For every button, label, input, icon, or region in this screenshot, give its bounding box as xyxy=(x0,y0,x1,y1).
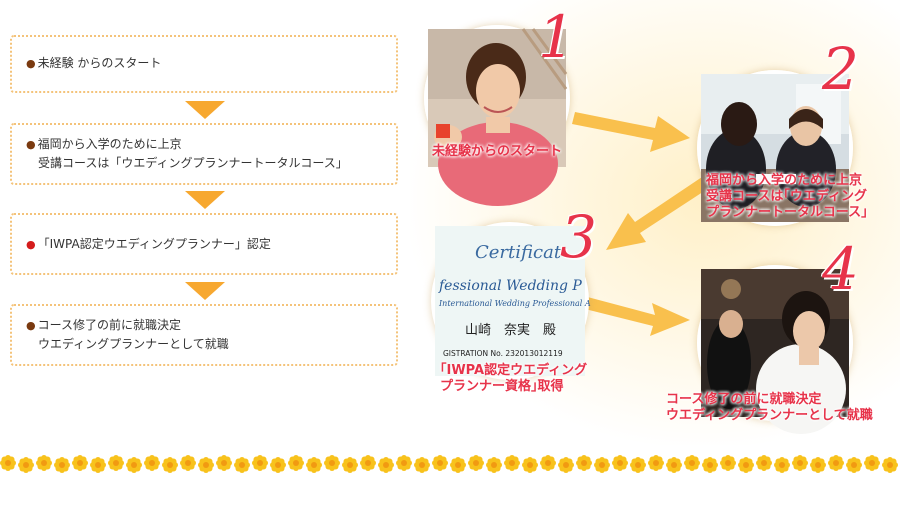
flower-icon xyxy=(306,457,322,473)
flower-icon xyxy=(450,457,466,473)
flower-icon xyxy=(18,457,34,473)
flower-icon xyxy=(36,455,52,471)
flower-icon xyxy=(396,455,412,471)
step-number-4: 4 xyxy=(822,235,859,303)
photo-2-caption: 福岡から入学のために上京 受講コースは｢ウエディング プランナートータルコース｣ xyxy=(706,173,868,221)
flower-icon xyxy=(792,455,808,471)
certificate-line1: fessional Wedding P xyxy=(438,278,582,294)
photo-1-caption-line1: 未経験からのスタート xyxy=(432,144,563,159)
arrow-1-to-2-icon xyxy=(572,112,690,152)
photo-4-caption-line2: ウエディングプランナーとして就職 xyxy=(666,408,873,423)
bullet-icon: ● xyxy=(26,319,36,332)
flower-icon xyxy=(90,457,106,473)
flower-icon xyxy=(648,455,664,471)
flower-icon xyxy=(360,455,376,471)
flower-icon xyxy=(864,455,880,471)
flower-icon xyxy=(846,457,862,473)
step-4-line1: コース修了の前に就職決定 xyxy=(37,318,182,332)
bullet-icon: ● xyxy=(26,138,36,151)
step-4-line2: ウエディングプランナーとして就職 xyxy=(38,337,229,351)
flower-icon xyxy=(666,457,682,473)
photo-3-caption-line1: ｢IWPA認定ウエディング xyxy=(440,363,588,378)
arrow-3-to-4-icon xyxy=(577,295,690,336)
flower-icon xyxy=(576,455,592,471)
flower-icon xyxy=(522,457,538,473)
flower-icon xyxy=(180,455,196,471)
photo-4-caption: コース修了の前に就職決定 ウエディングプランナーとして就職 xyxy=(666,392,873,424)
step-3: ●「IWPA認定ウエディングプランナー」認定 xyxy=(10,213,398,275)
bullet-icon: ● xyxy=(26,238,36,251)
flower-icon xyxy=(738,457,754,473)
flower-icon xyxy=(702,457,718,473)
flower-icon xyxy=(108,455,124,471)
photo-4-caption-line1: コース修了の前に就職決定 xyxy=(666,392,822,407)
down-arrow-icon xyxy=(185,101,225,119)
flower-icon xyxy=(720,455,736,471)
photo-2-caption-line1: 福岡から入学のために上京 xyxy=(706,173,863,188)
photo-3-certificate: Certificat fessional Wedding P Internati… xyxy=(431,222,591,380)
flower-icon xyxy=(432,455,448,471)
flower-icon xyxy=(774,457,790,473)
photo-4 xyxy=(697,265,853,434)
flower-icon xyxy=(486,457,502,473)
certificate-name: 山崎 奈実 殿 xyxy=(465,322,556,338)
flower-icon xyxy=(270,457,286,473)
flower-icon xyxy=(342,457,358,473)
flower-icon xyxy=(558,457,574,473)
flower-icon xyxy=(882,457,898,473)
photo-1 xyxy=(424,25,570,206)
photo-3-caption: ｢IWPA認定ウエディング プランナー資格｣取得 xyxy=(440,363,587,395)
flower-icon xyxy=(324,455,340,471)
step-1: ●未経験 からのスタート xyxy=(10,35,398,93)
down-arrow-icon xyxy=(185,191,225,209)
flower-icon xyxy=(594,457,610,473)
flower-icon xyxy=(54,457,70,473)
arrow-2-to-3-icon xyxy=(606,175,712,250)
step-1-text: 未経験 からのスタート xyxy=(37,56,162,70)
step-2: ●福岡から入学のために上京 受講コースは「ウエディングプランナートータルコース」 xyxy=(10,123,398,185)
flower-icon xyxy=(72,455,88,471)
flower-icon xyxy=(198,457,214,473)
flower-icon xyxy=(504,455,520,471)
photo-2-caption-line3: プランナートータルコース｣ xyxy=(706,205,868,220)
step-3-text: 「IWPA認定ウエディングプランナー」認定 xyxy=(37,237,271,251)
down-arrow-icon xyxy=(185,282,225,300)
flower-icon xyxy=(216,455,232,471)
step-number-3: 3 xyxy=(560,203,597,271)
flower-icon xyxy=(540,455,556,471)
flower-icon xyxy=(234,457,250,473)
step-number-1: 1 xyxy=(538,3,575,71)
photo-3-caption-line2: プランナー資格｣取得 xyxy=(440,379,564,394)
certificate-title: Certificat xyxy=(475,242,562,263)
certificate-registration: GISTRATION No. 232013012119 xyxy=(443,349,563,358)
flower-icon xyxy=(288,455,304,471)
flower-icon xyxy=(126,457,142,473)
bullet-icon: ● xyxy=(26,57,36,70)
flower-icon xyxy=(378,457,394,473)
flower-icon xyxy=(252,455,268,471)
flower-icon xyxy=(612,455,628,471)
photo-2 xyxy=(697,70,853,226)
flower-icon xyxy=(630,457,646,473)
step-number-2: 2 xyxy=(822,35,859,103)
photo-2-caption-line2: 受講コースは｢ウエディング xyxy=(706,189,867,204)
step-2-line2: 受講コースは「ウエディングプランナートータルコース」 xyxy=(38,156,348,170)
photo-1-caption: 未経験からのスタート xyxy=(432,144,562,160)
flower-icon xyxy=(828,455,844,471)
certificate-line2: International Wedding Professional A xyxy=(438,299,591,308)
flower-border xyxy=(0,455,898,473)
step-2-line1: 福岡から入学のために上京 xyxy=(37,137,182,151)
step-4: ●コース修了の前に就職決定 ウエディングプランナーとして就職 xyxy=(10,304,398,366)
flower-icon xyxy=(468,455,484,471)
flower-icon xyxy=(0,455,16,471)
flower-icon xyxy=(756,455,772,471)
flower-icon xyxy=(810,457,826,473)
flower-icon xyxy=(414,457,430,473)
flower-icon xyxy=(162,457,178,473)
flower-icon xyxy=(684,455,700,471)
flower-icon xyxy=(144,455,160,471)
